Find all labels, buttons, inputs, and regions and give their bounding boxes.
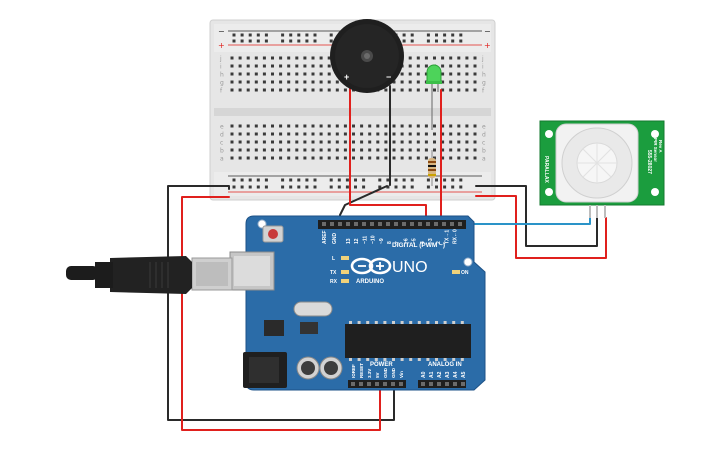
row-letter-right: c — [482, 140, 485, 147]
row-letter-left: g — [220, 80, 224, 87]
uno-label: UNO — [392, 259, 428, 276]
row-letter-right: g — [482, 80, 486, 87]
digital-pin-label: ~11 — [362, 236, 368, 244]
analog-pin-label: A4 — [453, 371, 459, 378]
pir-label-4: PARALLAX — [543, 156, 549, 184]
wire-pir-signal[interactable] — [455, 209, 591, 225]
digital-pin-label: 8 — [387, 241, 393, 244]
analog-pin-label: A5 — [461, 371, 467, 378]
analog-header[interactable] — [418, 380, 466, 388]
power-pin-label: RESET — [359, 363, 364, 378]
digital-pin-label: 13 — [346, 238, 352, 244]
usb-cable[interactable] — [66, 256, 233, 294]
power-pin-label: 3.3V — [367, 369, 372, 378]
digital-label: DIGITAL (PWM ~) — [392, 242, 445, 249]
atmega-chip — [345, 321, 471, 361]
digital-pin-label: ~6 — [403, 238, 409, 244]
row-letter-left: d — [220, 132, 224, 139]
row-letter-left: b — [220, 148, 224, 155]
digital-pin-label: 12 — [354, 238, 360, 244]
rx-label: RX — [330, 279, 338, 285]
digital-pin-label: ~10 — [371, 235, 377, 244]
digital-header[interactable] — [318, 220, 466, 229]
row-letter-left: c — [220, 140, 223, 147]
power-header[interactable] — [348, 380, 406, 388]
pir-label-2: PIR Sensor — [653, 138, 658, 162]
digital-pin-label: TX→1 — [444, 230, 450, 244]
digital-pin-label: ~3 — [428, 238, 434, 244]
row-letter-left: j — [219, 56, 222, 63]
rail-plus-right: + — [484, 41, 491, 50]
wire-5v-left[interactable] — [181, 196, 381, 431]
rail-minus-right: − — [484, 27, 491, 36]
row-letter-left: a — [220, 156, 224, 163]
arduino-logo-icon — [350, 257, 392, 275]
row-letter-right: f — [482, 88, 485, 95]
row-letter-right: e — [482, 124, 486, 131]
power-jack[interactable] — [243, 352, 287, 388]
tx-label: TX — [330, 270, 337, 276]
analog-pin-label: A3 — [445, 371, 451, 378]
wire-gnd-left[interactable] — [167, 185, 395, 421]
pir-label-1: 555-28027 — [646, 150, 652, 174]
piezo-buzzer[interactable]: + − — [330, 19, 404, 93]
rail-minus-left: − — [218, 27, 225, 36]
rail-plus-left: + — [218, 41, 225, 50]
pir-motion-sensor[interactable]: 555-28027 PIR Sensor Rev A PARALLAX — [539, 120, 665, 218]
row-letter-left: i — [220, 64, 222, 71]
power-pin-label: Vin — [399, 371, 404, 378]
capacitor-2 — [319, 356, 343, 380]
on-label: ON — [461, 270, 469, 276]
led-l-label: L — [332, 256, 335, 262]
row-letter-right: d — [482, 132, 486, 139]
pir-label-3: Rev A — [658, 140, 663, 153]
analog-pin-label: A2 — [437, 371, 443, 378]
analog-pin-label: A1 — [429, 371, 435, 378]
row-letter-left: h — [220, 72, 224, 79]
row-letter-left: f — [220, 88, 223, 95]
aref-label: AREF — [322, 230, 328, 244]
usb-port[interactable] — [229, 251, 275, 291]
digital-pin-label: 2 — [436, 241, 442, 244]
power-label: POWER — [370, 362, 393, 368]
row-letter-right: h — [482, 72, 486, 79]
gnd-label: GND — [332, 233, 338, 245]
analog-pin-label: A0 — [421, 371, 427, 378]
capacitor-1 — [296, 356, 320, 380]
digital-pin-label: ~9 — [379, 238, 385, 244]
power-pin-label: GND — [383, 367, 388, 378]
row-letter-right: b — [482, 148, 486, 155]
row-letter-right: a — [482, 156, 486, 163]
digital-pin-label: 7 — [395, 241, 401, 244]
led-green[interactable] — [426, 64, 442, 130]
buzzer-plus-label: + — [344, 72, 349, 82]
regulator — [264, 320, 284, 336]
power-pin-label: GND — [391, 367, 396, 378]
analog-in-label: ANALOG IN — [428, 362, 462, 368]
row-letter-right: i — [482, 64, 484, 71]
smd-chip — [300, 322, 318, 334]
digital-pin-label: ~5 — [412, 238, 418, 244]
row-letter-left: e — [220, 124, 224, 131]
row-letter-right: j — [481, 56, 484, 63]
crystal — [293, 301, 333, 317]
power-pin-label: IOREF — [351, 364, 356, 378]
wire-pir-gnd[interactable] — [475, 185, 598, 247]
digital-pin-label: RX←0 — [453, 229, 459, 244]
power-pin-label: 5V — [375, 372, 380, 378]
digital-pin-label: 4 — [420, 241, 426, 244]
arduino-label: ARDUINO — [356, 279, 384, 285]
buzzer-minus-label: − — [386, 72, 391, 82]
reset-button[interactable] — [262, 225, 284, 243]
resistor[interactable] — [428, 150, 436, 186]
wire-pir-vcc[interactable] — [475, 195, 607, 259]
